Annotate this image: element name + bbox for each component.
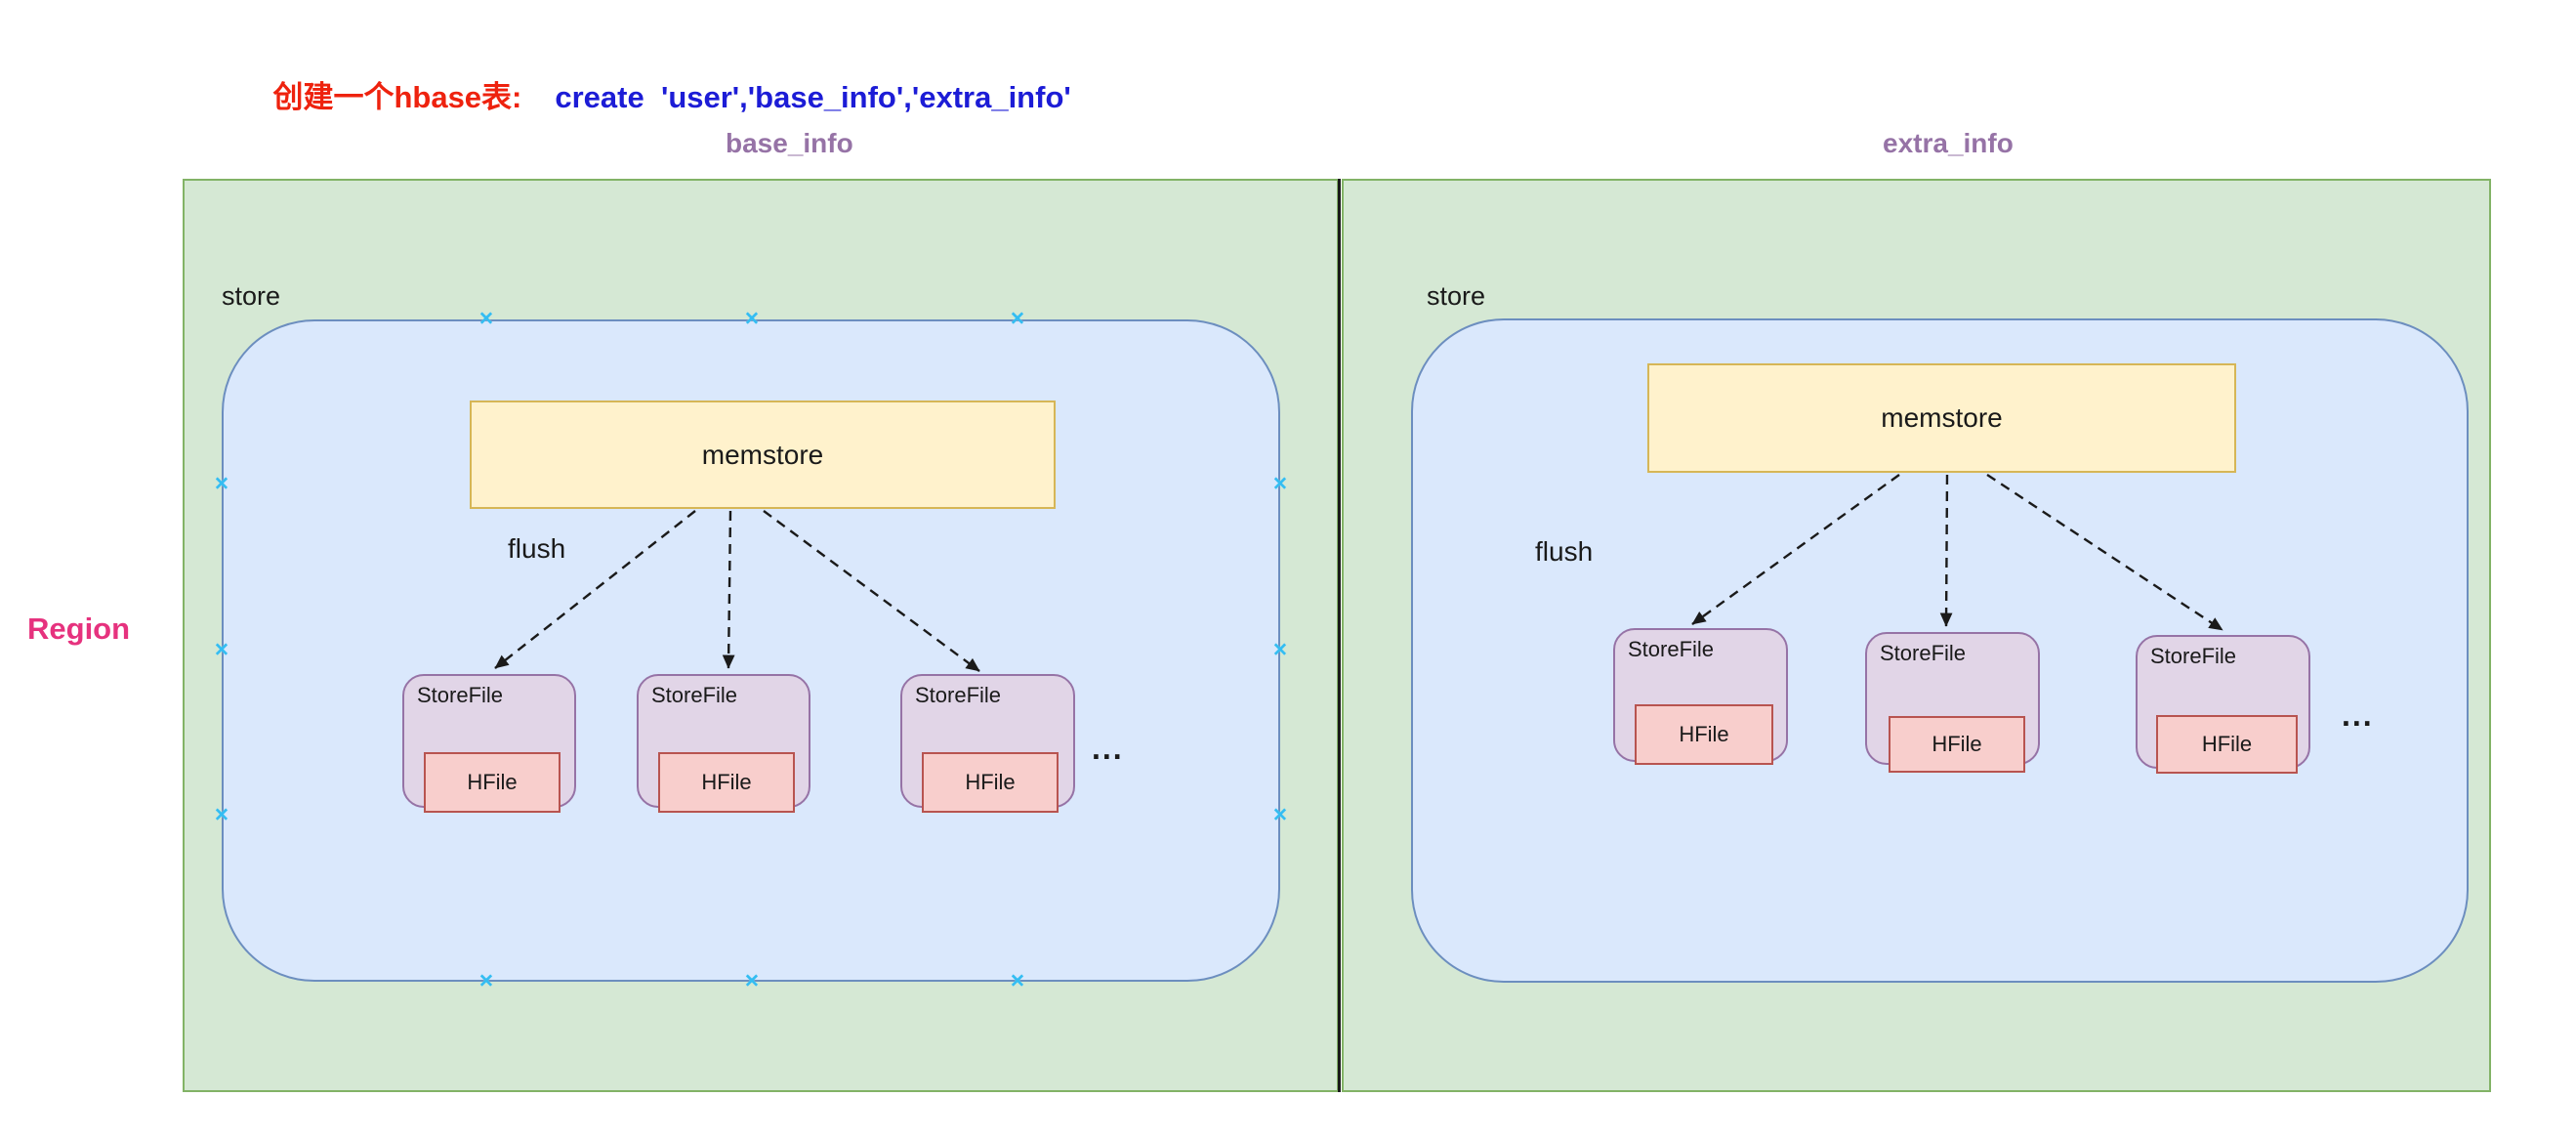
storefile-box[interactable]: StoreFile HFile bbox=[2136, 635, 2310, 774]
hfile-box[interactable]: HFile bbox=[658, 752, 795, 813]
storefile-label: StoreFile bbox=[2150, 644, 2237, 668]
title-hbase-command: create 'user','base_info','extra_info' bbox=[555, 80, 1071, 114]
connection-point-icon[interactable]: ✕ bbox=[1010, 971, 1025, 992]
store-label-right: store bbox=[1427, 281, 1486, 311]
region-label: Region bbox=[27, 612, 131, 646]
connection-point-icon[interactable]: ✕ bbox=[478, 309, 494, 330]
memstore-box-right[interactable]: memstore bbox=[1647, 363, 2236, 473]
connection-point-icon[interactable]: ✕ bbox=[1272, 474, 1288, 495]
hfile-box[interactable]: HFile bbox=[424, 752, 561, 813]
hfile-label: HFile bbox=[1679, 722, 1729, 746]
storefile-label: StoreFile bbox=[417, 683, 504, 707]
storefile-box[interactable]: StoreFile HFile bbox=[637, 674, 810, 813]
storefile-box[interactable]: StoreFile HFile bbox=[1613, 628, 1788, 765]
store-label-left: store bbox=[222, 281, 281, 311]
connection-point-icon[interactable]: ✕ bbox=[1272, 805, 1288, 826]
hfile-box[interactable]: HFile bbox=[1889, 716, 2025, 773]
storefile-box[interactable]: StoreFile HFile bbox=[900, 674, 1075, 813]
storefile-box[interactable]: StoreFile HFile bbox=[1865, 632, 2040, 773]
storefile-label: StoreFile bbox=[651, 683, 738, 707]
storefile-label: StoreFile bbox=[915, 683, 1002, 707]
connection-point-icon[interactable]: ✕ bbox=[214, 640, 229, 661]
more-storefiles-ellipsis-left: ... bbox=[1092, 731, 1124, 766]
title-chinese-text: 创建一个hbase表: bbox=[272, 80, 522, 114]
more-storefiles-ellipsis-right: ... bbox=[2342, 697, 2374, 733]
memstore-box-left[interactable]: memstore bbox=[470, 401, 1056, 509]
hfile-box[interactable]: HFile bbox=[2156, 715, 2298, 774]
connection-point-icon[interactable]: ✕ bbox=[1010, 309, 1025, 330]
hfile-box[interactable]: HFile bbox=[1635, 704, 1773, 765]
connection-point-icon[interactable]: ✕ bbox=[1272, 640, 1288, 661]
hfile-label: HFile bbox=[701, 770, 752, 794]
connection-point-icon[interactable]: ✕ bbox=[214, 474, 229, 495]
column-label-base-info: base_info bbox=[726, 128, 853, 158]
hfile-label: HFile bbox=[2201, 732, 2253, 756]
connection-point-icon[interactable]: ✕ bbox=[214, 805, 229, 826]
hfile-label: HFile bbox=[467, 770, 518, 794]
memstore-label-right: memstore bbox=[1881, 402, 2003, 433]
connection-point-icon[interactable]: ✕ bbox=[478, 971, 494, 992]
connection-point-icon[interactable]: ✕ bbox=[744, 971, 760, 992]
diagram-title: 创建一个hbase表: create 'user','base_info','ex… bbox=[239, 37, 1071, 151]
connection-point-icon[interactable]: ✕ bbox=[744, 309, 760, 330]
panel-divider bbox=[1338, 179, 1341, 1092]
storefile-box[interactable]: StoreFile HFile bbox=[402, 674, 576, 813]
storefile-label: StoreFile bbox=[1880, 641, 1967, 665]
hfile-label: HFile bbox=[1932, 732, 1982, 756]
flush-label-right: flush bbox=[1535, 536, 1594, 567]
storefile-label: StoreFile bbox=[1628, 637, 1715, 661]
memstore-label-left: memstore bbox=[701, 439, 824, 470]
hfile-box[interactable]: HFile bbox=[922, 752, 1059, 813]
hfile-label: HFile bbox=[965, 770, 1016, 794]
flush-label-left: flush bbox=[508, 533, 566, 564]
column-label-extra-info: extra_info bbox=[1883, 128, 2014, 158]
